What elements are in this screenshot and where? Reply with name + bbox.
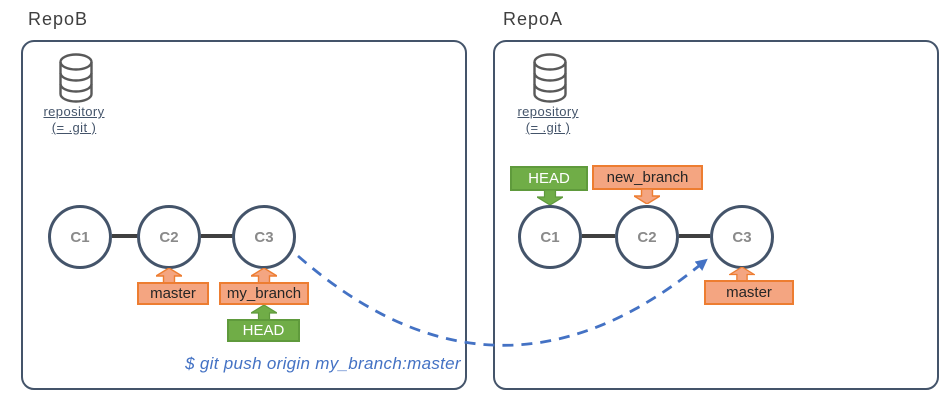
head-pointer-up-icon [251, 305, 277, 320]
commit-label: C1 [540, 228, 560, 246]
branch-tag-master: master [137, 282, 209, 305]
repository-label-line1: repository [43, 104, 105, 119]
branch-tag-label: new_branch [606, 169, 689, 186]
branch-tag-new-branch: new_branch [592, 165, 703, 190]
head-tag: HEAD [510, 166, 588, 191]
branch-pointer-up-icon [729, 267, 755, 281]
git-command-text: $ git push origin my_branch:master [185, 354, 461, 373]
repo-b-title: RepoB [28, 9, 89, 29]
repo-a-panel: repository (= .git ) HEAD new_branch C1 … [493, 40, 939, 390]
branch-pointer-up-icon [156, 268, 182, 283]
repository-database-icon [533, 53, 567, 103]
branch-pointer-up-icon [251, 268, 277, 283]
branch-tag-label: master [726, 284, 772, 301]
commit-c1: C1 [518, 205, 582, 269]
head-pointer-down-icon [537, 190, 563, 205]
branch-tag-my-branch: my_branch [219, 282, 309, 305]
repository-label-line2: (= .git ) [525, 120, 571, 135]
commit-label: C3 [254, 228, 274, 246]
repo-a-title: RepoA [503, 9, 564, 29]
commit-connector [679, 234, 710, 238]
repo-b-panel: repository (= .git ) C1 C2 C3 master my_… [21, 40, 467, 390]
commit-label: C2 [637, 228, 657, 246]
commit-c3: C3 [710, 205, 774, 269]
commit-connector [112, 234, 138, 238]
branch-tag-master: master [704, 280, 794, 305]
commit-label: C1 [70, 228, 90, 246]
repository-label-line2: (= .git ) [51, 120, 97, 135]
commit-c1: C1 [48, 205, 112, 269]
branch-tag-label: master [150, 285, 196, 302]
branch-tag-label: my_branch [226, 285, 302, 302]
repository-label-line1: repository [517, 104, 579, 119]
head-tag: HEAD [227, 319, 300, 342]
repository-label: repository (= .git ) [506, 104, 590, 136]
branch-pointer-down-icon [634, 189, 660, 204]
commit-c3: C3 [232, 205, 296, 269]
commit-connector [582, 234, 615, 238]
repository-database-icon [59, 53, 93, 103]
commit-label: C3 [732, 228, 752, 246]
repository-label: repository (= .git ) [32, 104, 116, 136]
commit-label: C2 [159, 228, 179, 246]
commit-c2: C2 [137, 205, 201, 269]
head-tag-label: HEAD [528, 170, 570, 187]
commit-connector [201, 234, 233, 238]
head-tag-label: HEAD [242, 322, 285, 339]
commit-c2: C2 [615, 205, 679, 269]
